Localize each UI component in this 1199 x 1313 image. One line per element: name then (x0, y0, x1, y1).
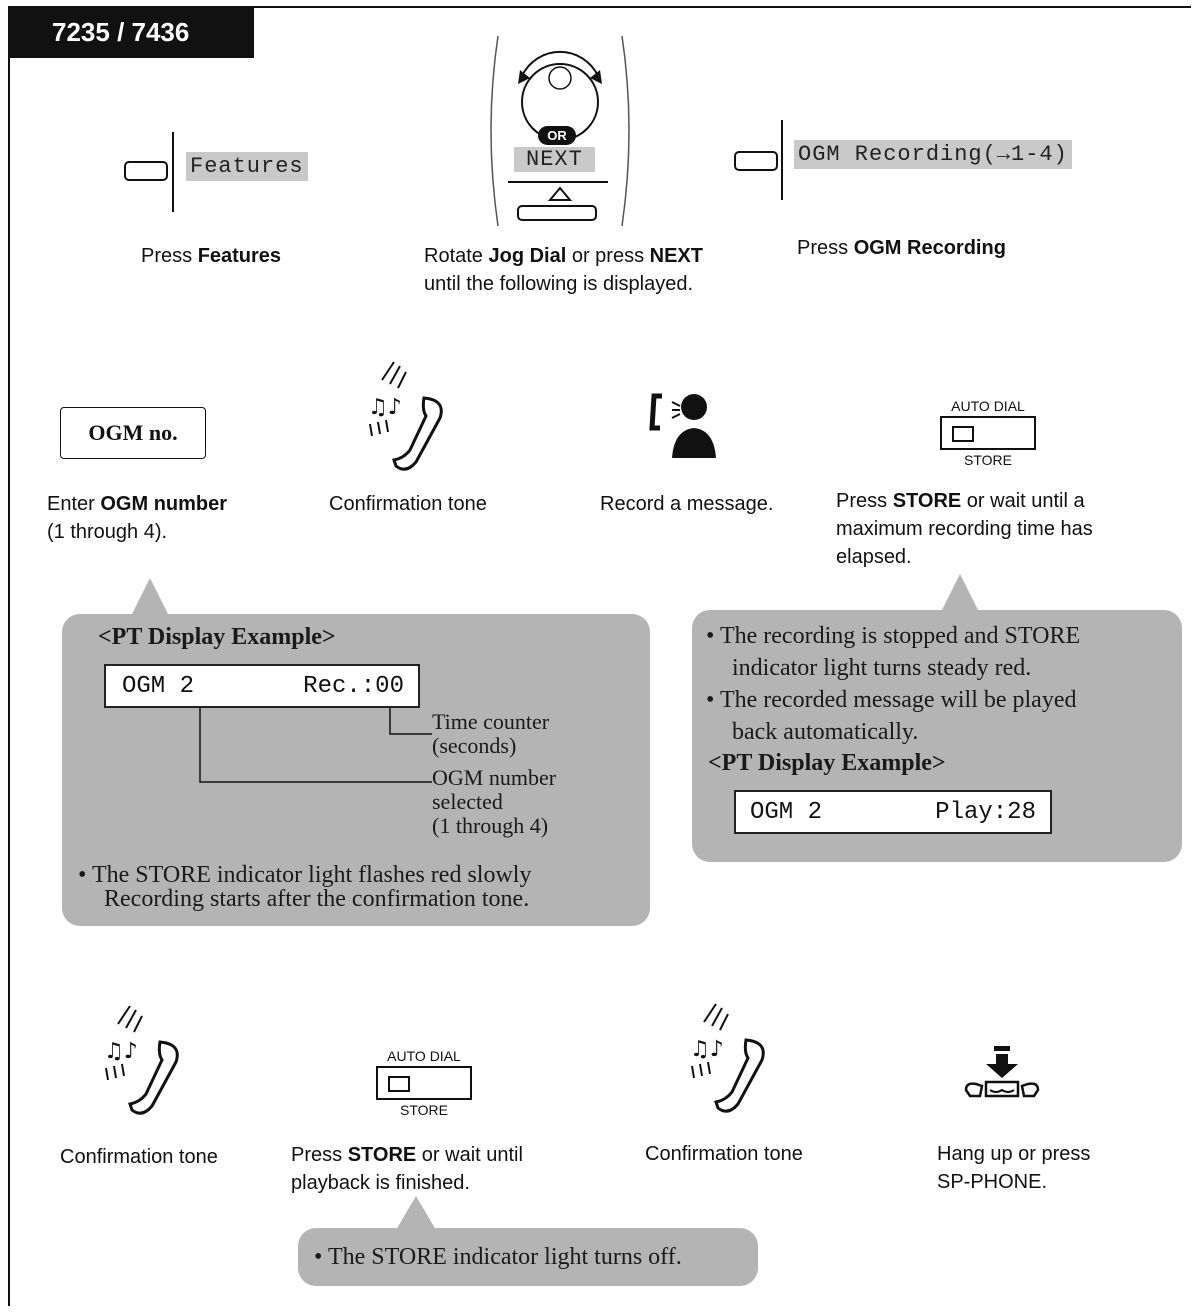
pt-display-lcd: OGM 2 Rec.:00 (104, 664, 420, 708)
store-indicator-light (952, 426, 974, 442)
store-button-group[interactable]: AUTO DIAL STORE (938, 398, 1038, 468)
annotation-lines (199, 708, 432, 783)
model-tab: 7235 / 7436 (8, 6, 254, 58)
lcd-counter-text: Rec.:00 (303, 673, 404, 700)
svg-text:♫♪: ♫♪ (104, 1039, 138, 1064)
store-off-note: • The STORE indicator light turns off. (314, 1244, 682, 1270)
next-display-label: NEXT (514, 147, 595, 172)
store-label: STORE (400, 1102, 448, 1118)
ogm-number-key[interactable]: OGM no. (60, 407, 206, 459)
recording-stopped-note: • The recording is stopped and STORE ind… (706, 623, 1081, 745)
features-display-label: Features (186, 152, 308, 181)
panel-header: <PT Display Example> (708, 750, 946, 776)
page-frame (8, 6, 1191, 1306)
ogm-recording-display-label: OGM Recording(→1-4) (794, 140, 1072, 169)
or-badge: OR (538, 126, 576, 145)
store-button[interactable] (376, 1066, 472, 1100)
step1-caption: Press Features (141, 245, 282, 267)
ogm-number-annotation: OGM number selected (1 through 4) (432, 765, 557, 838)
panel-header: <PT Display Example> (98, 624, 336, 650)
step2-caption: Rotate Jog Dial or press NEXT until the … (424, 245, 703, 295)
speaking-person-icon (649, 393, 716, 458)
next-key-button (517, 205, 597, 221)
auto-dial-label: AUTO DIAL (387, 1048, 461, 1064)
lcd-play-text: Play:28 (935, 799, 1036, 826)
store-flash-note: • The STORE indicator light flashes red … (78, 862, 532, 912)
display-divider (781, 120, 783, 200)
confirmation-tone-icon: ♫♪ (368, 361, 443, 471)
store-label: STORE (964, 452, 1012, 468)
lcd-ogm-text: OGM 2 (122, 673, 195, 700)
ogm-recording-key-button[interactable] (734, 151, 778, 171)
step4-caption: Enter OGM number(1 through 4). (47, 493, 228, 543)
store-indicator-light (388, 1076, 410, 1092)
panel-pointer (940, 574, 980, 614)
hang-up-icon (964, 1046, 1040, 1098)
confirmation-tone-icon: ♫♪ (690, 1003, 765, 1113)
time-counter-annotation: Time counter (seconds) (432, 709, 550, 758)
store-button[interactable] (940, 416, 1036, 450)
pt-display-example-panel-right: • The recording is stopped and STORE ind… (692, 610, 1182, 862)
step3-caption: Press OGM Recording (797, 237, 1006, 259)
svg-text:♫♪: ♫♪ (368, 395, 402, 420)
panel-pointer (130, 578, 170, 618)
pt-display-example-panel: <PT Display Example> OGM 2 Rec.:00 Time … (62, 614, 650, 926)
pt-display-lcd: OGM 2 Play:28 (734, 790, 1052, 834)
jog-dial-group (490, 35, 630, 227)
step11-caption: Hang up or press SP-PHONE. (937, 1143, 1091, 1193)
panel-pointer (396, 1196, 436, 1230)
step6-caption: Record a message. (600, 493, 774, 515)
lcd-ogm-text: OGM 2 (750, 799, 823, 826)
display-divider (172, 132, 174, 212)
svg-text:♫♪: ♫♪ (690, 1037, 724, 1062)
step7-caption: Press STORE or wait until a maximum reco… (836, 490, 1093, 568)
store-button-group[interactable]: AUTO DIAL STORE (374, 1048, 474, 1118)
auto-dial-label: AUTO DIAL (951, 398, 1025, 414)
confirmation-tone-icon: ♫♪ (104, 1005, 179, 1115)
step8-caption: Confirmation tone (60, 1146, 218, 1168)
soft-key-button[interactable] (124, 161, 168, 181)
step9-caption: Press STORE or wait until playback is fi… (291, 1144, 523, 1194)
store-off-note-panel: • The STORE indicator light turns off. (298, 1228, 758, 1286)
step5-caption: Confirmation tone (329, 493, 487, 515)
step10-caption: Confirmation tone (645, 1143, 803, 1165)
